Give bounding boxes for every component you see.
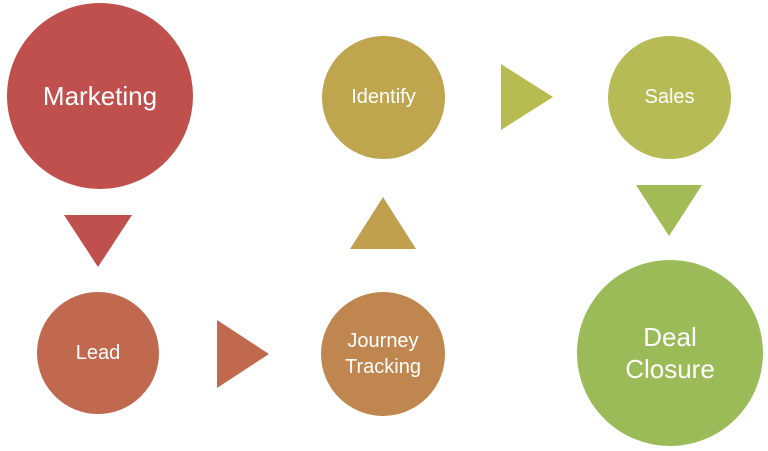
arrow-up-icon: [350, 197, 416, 249]
node-identify-label: Identify: [351, 86, 416, 108]
arrow-down-icon: [64, 215, 132, 267]
node-sales: Sales: [608, 36, 731, 159]
arrow-down-icon: [636, 185, 702, 236]
node-journey-tracking-label: Journey Tracking: [345, 330, 421, 378]
node-sales-label: Sales: [644, 86, 695, 108]
node-marketing: Marketing: [7, 3, 193, 189]
arrow-right-icon: [217, 320, 269, 388]
node-deal-closure-label: Deal Closure: [625, 321, 715, 385]
node-identify: Identify: [322, 36, 445, 159]
node-lead: Lead: [37, 292, 159, 414]
node-deal-closure: Deal Closure: [577, 260, 763, 446]
node-lead-label: Lead: [75, 341, 121, 364]
node-journey-tracking: Journey Tracking: [321, 292, 445, 416]
node-marketing-label: Marketing: [42, 80, 158, 111]
arrow-right-icon: [501, 64, 553, 130]
